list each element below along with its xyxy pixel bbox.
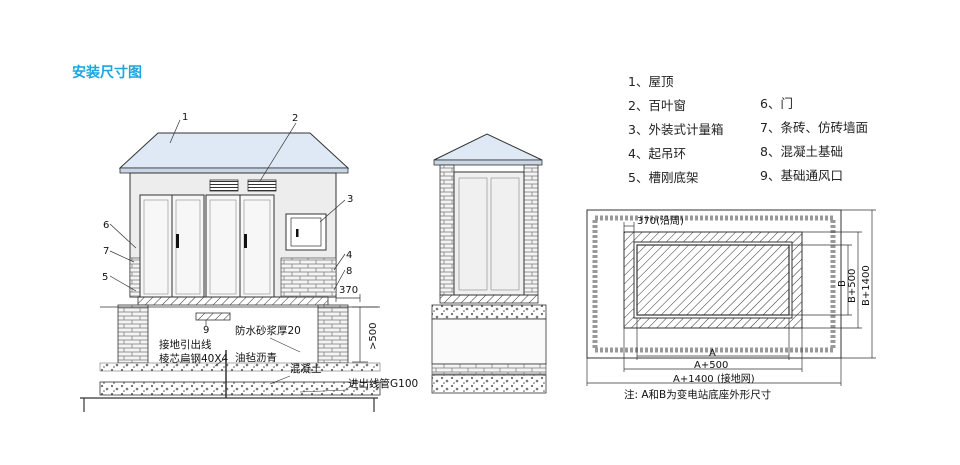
- side-roof: [433, 133, 543, 161]
- callout-6: 6: [103, 220, 109, 231]
- plan-note: 注: A和B为变电站底座外形尺寸: [624, 388, 771, 401]
- callout-2: 2: [292, 113, 298, 124]
- side-view: [431, 133, 547, 394]
- door-right: [205, 194, 275, 298]
- side-brick-right: [523, 164, 539, 296]
- legend-right: 6、门 7、条砖、仿砖墙面 8、混凝土基础 9、基础通风口: [760, 92, 868, 188]
- callout-3: 3: [347, 194, 353, 205]
- meter-box: [285, 213, 327, 251]
- side-brick-left: [439, 164, 455, 296]
- legend-item: 1、屋顶: [628, 74, 674, 89]
- foundation-left: [117, 304, 149, 364]
- legend-item: 3、外装式计量箱: [628, 122, 724, 137]
- plan-dim-a500: A+500: [694, 360, 728, 371]
- front-view: 1 2 3 4 5 6 7 8 9 370 >500 防水砂浆厚20 接地引出线…: [80, 112, 418, 412]
- legend-item: 7、条砖、仿砖墙面: [760, 120, 868, 135]
- louver-left: [209, 179, 239, 192]
- door-left: [139, 194, 205, 298]
- label-waterproof: 防水砂浆厚20: [235, 324, 301, 337]
- callout-9: 9: [203, 325, 209, 336]
- station-footprint: [636, 244, 790, 316]
- legend-item: 5、槽刚底架: [628, 170, 699, 185]
- label-flat-steel: 棱芯扁钢40X4: [159, 352, 229, 365]
- concrete-slab: [99, 381, 381, 396]
- brick-wall-right: [280, 257, 337, 298]
- steel-base: [137, 296, 329, 306]
- callout-8: 8: [346, 266, 352, 277]
- page-title: 安装尺寸图: [72, 65, 142, 81]
- plan-view: 370(沿周) A A+500 A+1400 (接地网): [586, 209, 876, 401]
- side-foundation: [431, 304, 547, 320]
- label-felt: 油毡沥青: [235, 351, 277, 364]
- legend-left: 1、屋顶 2、百叶窗 3、外装式计量箱 4、起吊环 5、槽刚底架: [628, 70, 723, 190]
- plan-dim-b: B: [837, 280, 848, 287]
- callout-7: 7: [103, 246, 109, 257]
- plan-dim-a: A: [709, 348, 716, 359]
- dim-500: >500: [368, 323, 379, 350]
- roof: [118, 132, 350, 169]
- side-base: [439, 294, 539, 304]
- foundation-right: [317, 304, 349, 364]
- label-pipe: 进出线管G100: [348, 377, 418, 390]
- legend-item: 2、百叶窗: [628, 98, 686, 113]
- vent-opening: [195, 312, 231, 321]
- callout-4: 4: [346, 250, 352, 261]
- label-ground-wire: 接地引出线: [159, 338, 212, 351]
- label-concrete: 混凝土: [290, 362, 322, 375]
- brick-wall-left: [129, 257, 141, 298]
- legend-item: 6、门: [760, 96, 793, 111]
- legend-item: 8、混凝土基础: [760, 144, 843, 159]
- legend-item: 4、起吊环: [628, 146, 686, 161]
- side-door: [453, 171, 525, 296]
- plan-dim-b1400: B+1400: [861, 265, 872, 306]
- plan-dim-b500: B+500: [847, 269, 858, 303]
- callout-5: 5: [102, 272, 108, 283]
- ground-grid-outer: [586, 209, 842, 359]
- legend-item: 9、基础通风口: [760, 168, 843, 183]
- stone-ground: [99, 362, 381, 372]
- dim-370: 370: [339, 285, 358, 296]
- plan-dim-a1400: A+1400 (接地网): [673, 372, 755, 385]
- callout-1: 1: [182, 112, 188, 123]
- louver-right: [247, 179, 277, 192]
- plan-dim-370: 370(沿周): [637, 215, 684, 227]
